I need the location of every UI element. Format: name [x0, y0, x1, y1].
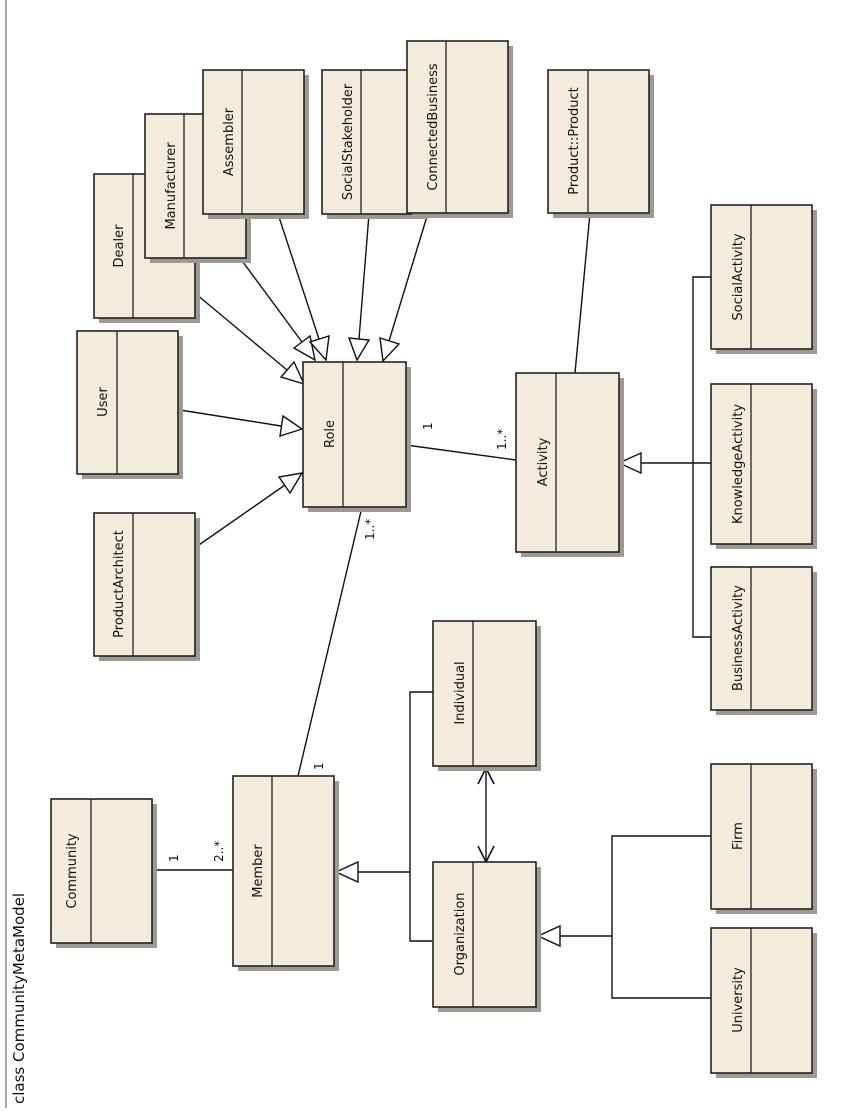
- class-firm[interactable]: Firm: [710, 763, 817, 914]
- mult-role-end-activity: 1: [421, 422, 435, 430]
- generalization-activity-arrow: [617, 451, 642, 475]
- class-activity[interactable]: Activity: [515, 372, 624, 557]
- generalization-assembler-line: [277, 213, 320, 340]
- generalization-productarchitect-arrow: [277, 472, 304, 495]
- generalization-socialstakeholder-arrow: [347, 337, 371, 362]
- class-name-individual: Individual: [453, 661, 468, 724]
- class-name-product-architect: ProductArchitect: [112, 530, 127, 638]
- class-product-architect[interactable]: ProductArchitect: [93, 512, 200, 661]
- generalization-user-line: [179, 409, 282, 427]
- class-name-assembler: Assembler: [222, 107, 237, 176]
- class-user[interactable]: User: [76, 330, 183, 479]
- mult-role-end-member: 1..*: [363, 519, 377, 540]
- generalization-productarchitect-line: [195, 484, 286, 548]
- generalization-assembler-arrow: [308, 335, 330, 362]
- multiplicities: 1 2..* 1 1..* 1 1..*: [167, 422, 509, 862]
- frame-title: class CommunityMetaModel: [10, 893, 28, 1104]
- generalization-activity-subclasses: [692, 276, 711, 638]
- generalization-socialstakeholder-line: [358, 213, 370, 340]
- class-name-user: User: [96, 387, 111, 417]
- association-member-role: [297, 506, 363, 777]
- class-name-product: Product::Product: [567, 87, 582, 194]
- class-social-activity[interactable]: SocialActivity: [710, 204, 817, 354]
- class-name-firm: Firm: [731, 822, 746, 850]
- class-university[interactable]: University: [710, 927, 817, 1078]
- class-connected-business[interactable]: ConnectedBusiness: [406, 40, 513, 218]
- class-knowledge-activity[interactable]: KnowledgeActivity: [710, 383, 817, 549]
- generalization-manufacturer-arrow: [292, 334, 317, 362]
- class-name-member: Member: [251, 844, 266, 898]
- mult-member-end-role: 1: [312, 762, 326, 770]
- class-community[interactable]: Community: [50, 798, 157, 948]
- association-activity-product: [574, 212, 591, 374]
- class-name-social-stakeholder: SocialStakeholder: [341, 83, 356, 200]
- generalization-organization-arrow: [536, 924, 561, 948]
- generalization-member-arrow: [334, 860, 359, 884]
- association-role-activity: [405, 444, 517, 461]
- mult-member-end-community: 2..*: [212, 841, 226, 862]
- class-member[interactable]: Member: [232, 775, 339, 971]
- class-name-university: University: [731, 967, 746, 1033]
- generalization-org-individual-member: [409, 691, 433, 942]
- generalization-dealer-arrow: [279, 360, 306, 386]
- class-name-dealer: Dealer: [112, 224, 127, 268]
- class-product[interactable]: Product::Product: [547, 69, 654, 218]
- generalization-manufacturer-line: [239, 257, 303, 343]
- class-name-role: Role: [323, 420, 338, 448]
- class-role[interactable]: Role: [302, 361, 411, 512]
- mult-activity-end-role: 1..*: [495, 429, 509, 450]
- class-name-activity: Activity: [536, 437, 551, 486]
- class-name-business-activity: BusinessActivity: [731, 585, 746, 691]
- class-assembler[interactable]: Assembler: [202, 69, 309, 219]
- generalization-dealer-line: [195, 293, 288, 371]
- class-name-community: Community: [65, 833, 80, 909]
- class-name-connected-business: ConnectedBusiness: [426, 63, 441, 191]
- generalization-connectedbusiness-line: [388, 212, 429, 342]
- class-name-manufacturer: Manufacturer: [164, 142, 179, 230]
- mult-community-end: 1: [167, 854, 181, 862]
- generalization-user-arrow: [279, 414, 304, 438]
- class-business-activity[interactable]: BusinessActivity: [710, 566, 817, 715]
- class-individual[interactable]: Individual: [432, 620, 541, 771]
- class-name-social-activity: SocialActivity: [731, 233, 746, 320]
- class-name-organization: Organization: [453, 892, 468, 975]
- connectors: [152, 212, 711, 999]
- class-organization[interactable]: Organization: [432, 861, 541, 1012]
- generalization-university-firm: [611, 835, 711, 999]
- class-name-knowledge-activity: KnowledgeActivity: [731, 404, 746, 524]
- generalization-connectedbusiness-arrow: [379, 337, 401, 363]
